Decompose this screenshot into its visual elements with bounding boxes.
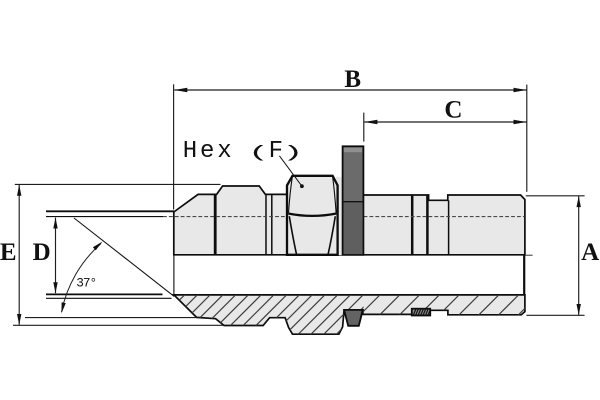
svg-text:Hex: Hex — [183, 138, 235, 165]
svg-text:): ) — [282, 144, 304, 163]
svg-text:(: ( — [248, 144, 270, 163]
svg-text:37°: 37° — [76, 276, 96, 291]
svg-text:F: F — [269, 138, 283, 165]
svg-text:B: B — [344, 66, 361, 93]
svg-text:D: D — [33, 239, 51, 266]
svg-text:E: E — [0, 239, 17, 266]
svg-text:A: A — [581, 239, 599, 266]
svg-text:C: C — [444, 96, 462, 123]
